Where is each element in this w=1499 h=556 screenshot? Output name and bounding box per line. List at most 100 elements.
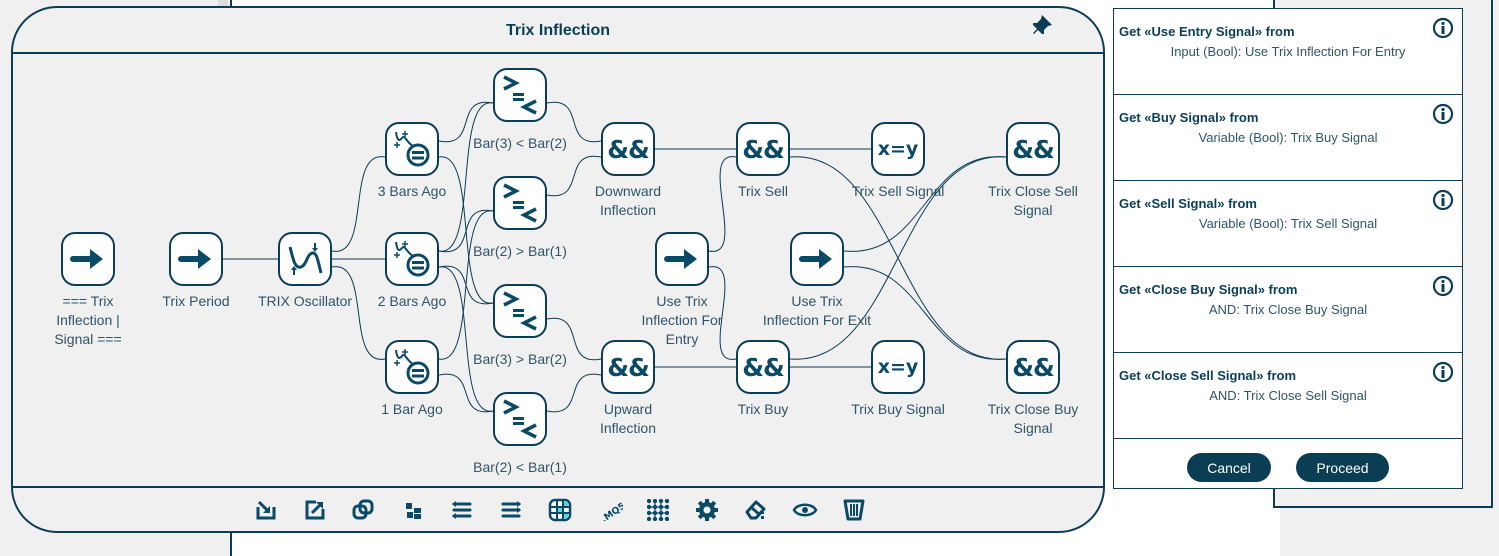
info-icon[interactable]: [1432, 189, 1454, 211]
panel-footer: Cancel Proceed: [1114, 439, 1462, 489]
mapping-source: Variable (Bool): Trix Buy Signal: [1198, 130, 1378, 145]
eraser-icon[interactable]: [743, 497, 769, 523]
compare-icon: [503, 291, 537, 331]
and-operator-icon: &&: [607, 352, 650, 382]
connection-wire: [546, 373, 602, 413]
and-operator-icon: &&: [742, 352, 785, 382]
dialog-toolbar: .MQ5: [13, 486, 1103, 531]
node-sell[interactable]: &&: [736, 122, 790, 176]
node-down[interactable]: &&: [601, 122, 655, 176]
node-up[interactable]: &&: [601, 340, 655, 394]
and-operator-icon: &&: [607, 134, 650, 164]
mapping-title: Get «Sell Signal» from: [1119, 196, 1257, 211]
node-1bar[interactable]: [385, 340, 439, 394]
align-left-icon[interactable]: [449, 497, 475, 523]
mapping-source: AND: Trix Close Buy Signal: [1208, 302, 1368, 317]
node-buy[interactable]: &&: [736, 340, 790, 394]
node-3bars[interactable]: [385, 122, 439, 176]
connection-wire: [331, 156, 386, 252]
and-operator-icon: &&: [1012, 352, 1055, 382]
node-editor-dialog: Trix Inflection === Trix Inflection | Si…: [11, 6, 1105, 533]
connection-wire: [843, 156, 1007, 252]
arrow-right-icon: [70, 249, 103, 269]
gear-icon[interactable]: [694, 497, 720, 523]
mq5-icon[interactable]: .MQ5: [597, 497, 623, 523]
arrow-right-icon: [664, 249, 697, 269]
node-buysig[interactable]: x=y: [871, 340, 925, 394]
pin-icon[interactable]: [1029, 13, 1055, 39]
mapping-title: Get «Buy Signal» from: [1119, 110, 1259, 125]
and-operator-icon: &&: [742, 134, 785, 164]
node-useexit[interactable]: [790, 232, 844, 286]
node-useentry[interactable]: [655, 232, 709, 286]
import-icon[interactable]: [253, 497, 279, 523]
node-canvas[interactable]: === Trix Inflection | Signal ===Trix Per…: [13, 56, 1103, 486]
connection-wire: [789, 156, 1007, 360]
dialog-header: Trix Inflection: [13, 8, 1103, 54]
export-icon[interactable]: [302, 497, 328, 523]
oscillator-icon: [288, 243, 323, 275]
mapping-title: Get «Close Buy Signal» from: [1119, 282, 1298, 297]
connection-wire: [708, 266, 737, 360]
cancel-button[interactable]: Cancel: [1187, 453, 1271, 482]
dots-grid-icon[interactable]: [645, 497, 671, 523]
node-cmp1[interactable]: [493, 68, 547, 122]
connection-wire: [546, 317, 602, 361]
arrow-right-icon: [799, 249, 832, 269]
node-trix[interactable]: [278, 232, 332, 286]
info-icon[interactable]: [1432, 275, 1454, 297]
mapping-source: AND: Trix Close Sell Signal: [1209, 388, 1367, 403]
connection-wire: [438, 101, 494, 143]
connection-wire: [331, 266, 386, 360]
node-cmp3[interactable]: [493, 284, 547, 338]
bar-shift-icon: [394, 131, 430, 167]
connection-wire: [438, 102, 494, 252]
connection-layer: [223, 101, 1007, 413]
assign-icon: x=y: [877, 356, 919, 378]
node-period[interactable]: [169, 232, 223, 286]
duplicate-icon[interactable]: [350, 497, 376, 523]
connection-wire: [438, 156, 494, 304]
mapping-source: Input (Bool): Use Trix Inflection For En…: [1170, 44, 1406, 59]
node-sellsig[interactable]: x=y: [871, 122, 925, 176]
proceed-button[interactable]: Proceed: [1296, 453, 1389, 482]
connection-wire: [546, 155, 602, 197]
node-cmp4[interactable]: [493, 392, 547, 446]
connection-wire: [438, 265, 494, 305]
node-2bars[interactable]: [385, 232, 439, 286]
align-right-icon[interactable]: [498, 497, 524, 523]
arrow-right-icon: [178, 249, 211, 269]
compare-icon: [503, 183, 537, 223]
node-closebuy[interactable]: &&: [1006, 340, 1060, 394]
info-icon[interactable]: [1432, 103, 1454, 125]
connection-wire: [438, 373, 494, 413]
info-icon[interactable]: [1432, 361, 1454, 383]
connection-wire: [546, 101, 602, 143]
svg-text:.MQ5: .MQ5: [599, 501, 623, 521]
assign-icon: x=y: [877, 138, 919, 160]
node-cmp2[interactable]: [493, 176, 547, 230]
trash-icon[interactable]: [841, 497, 867, 523]
bar-shift-icon: [394, 349, 430, 385]
mapping-title: Get «Use Entry Signal» from: [1119, 24, 1295, 39]
grid-table-icon[interactable]: [547, 497, 573, 523]
mapping-source: Variable (Bool): Trix Sell Signal: [1198, 216, 1378, 231]
node-signal[interactable]: [61, 232, 115, 286]
dialog-title: Trix Inflection: [505, 22, 610, 39]
compare-icon: [503, 399, 537, 439]
connection-wire: [438, 266, 494, 412]
bar-shift-icon: [394, 241, 430, 277]
background-strip: [218, 0, 228, 6]
node-closesell[interactable]: &&: [1006, 122, 1060, 176]
mapping-title: Get «Close Sell Signal» from: [1119, 368, 1296, 383]
info-icon[interactable]: [1432, 17, 1454, 39]
eye-icon[interactable]: [792, 497, 818, 523]
arrange-icon[interactable]: [401, 497, 427, 523]
connection-wire: [708, 156, 737, 252]
